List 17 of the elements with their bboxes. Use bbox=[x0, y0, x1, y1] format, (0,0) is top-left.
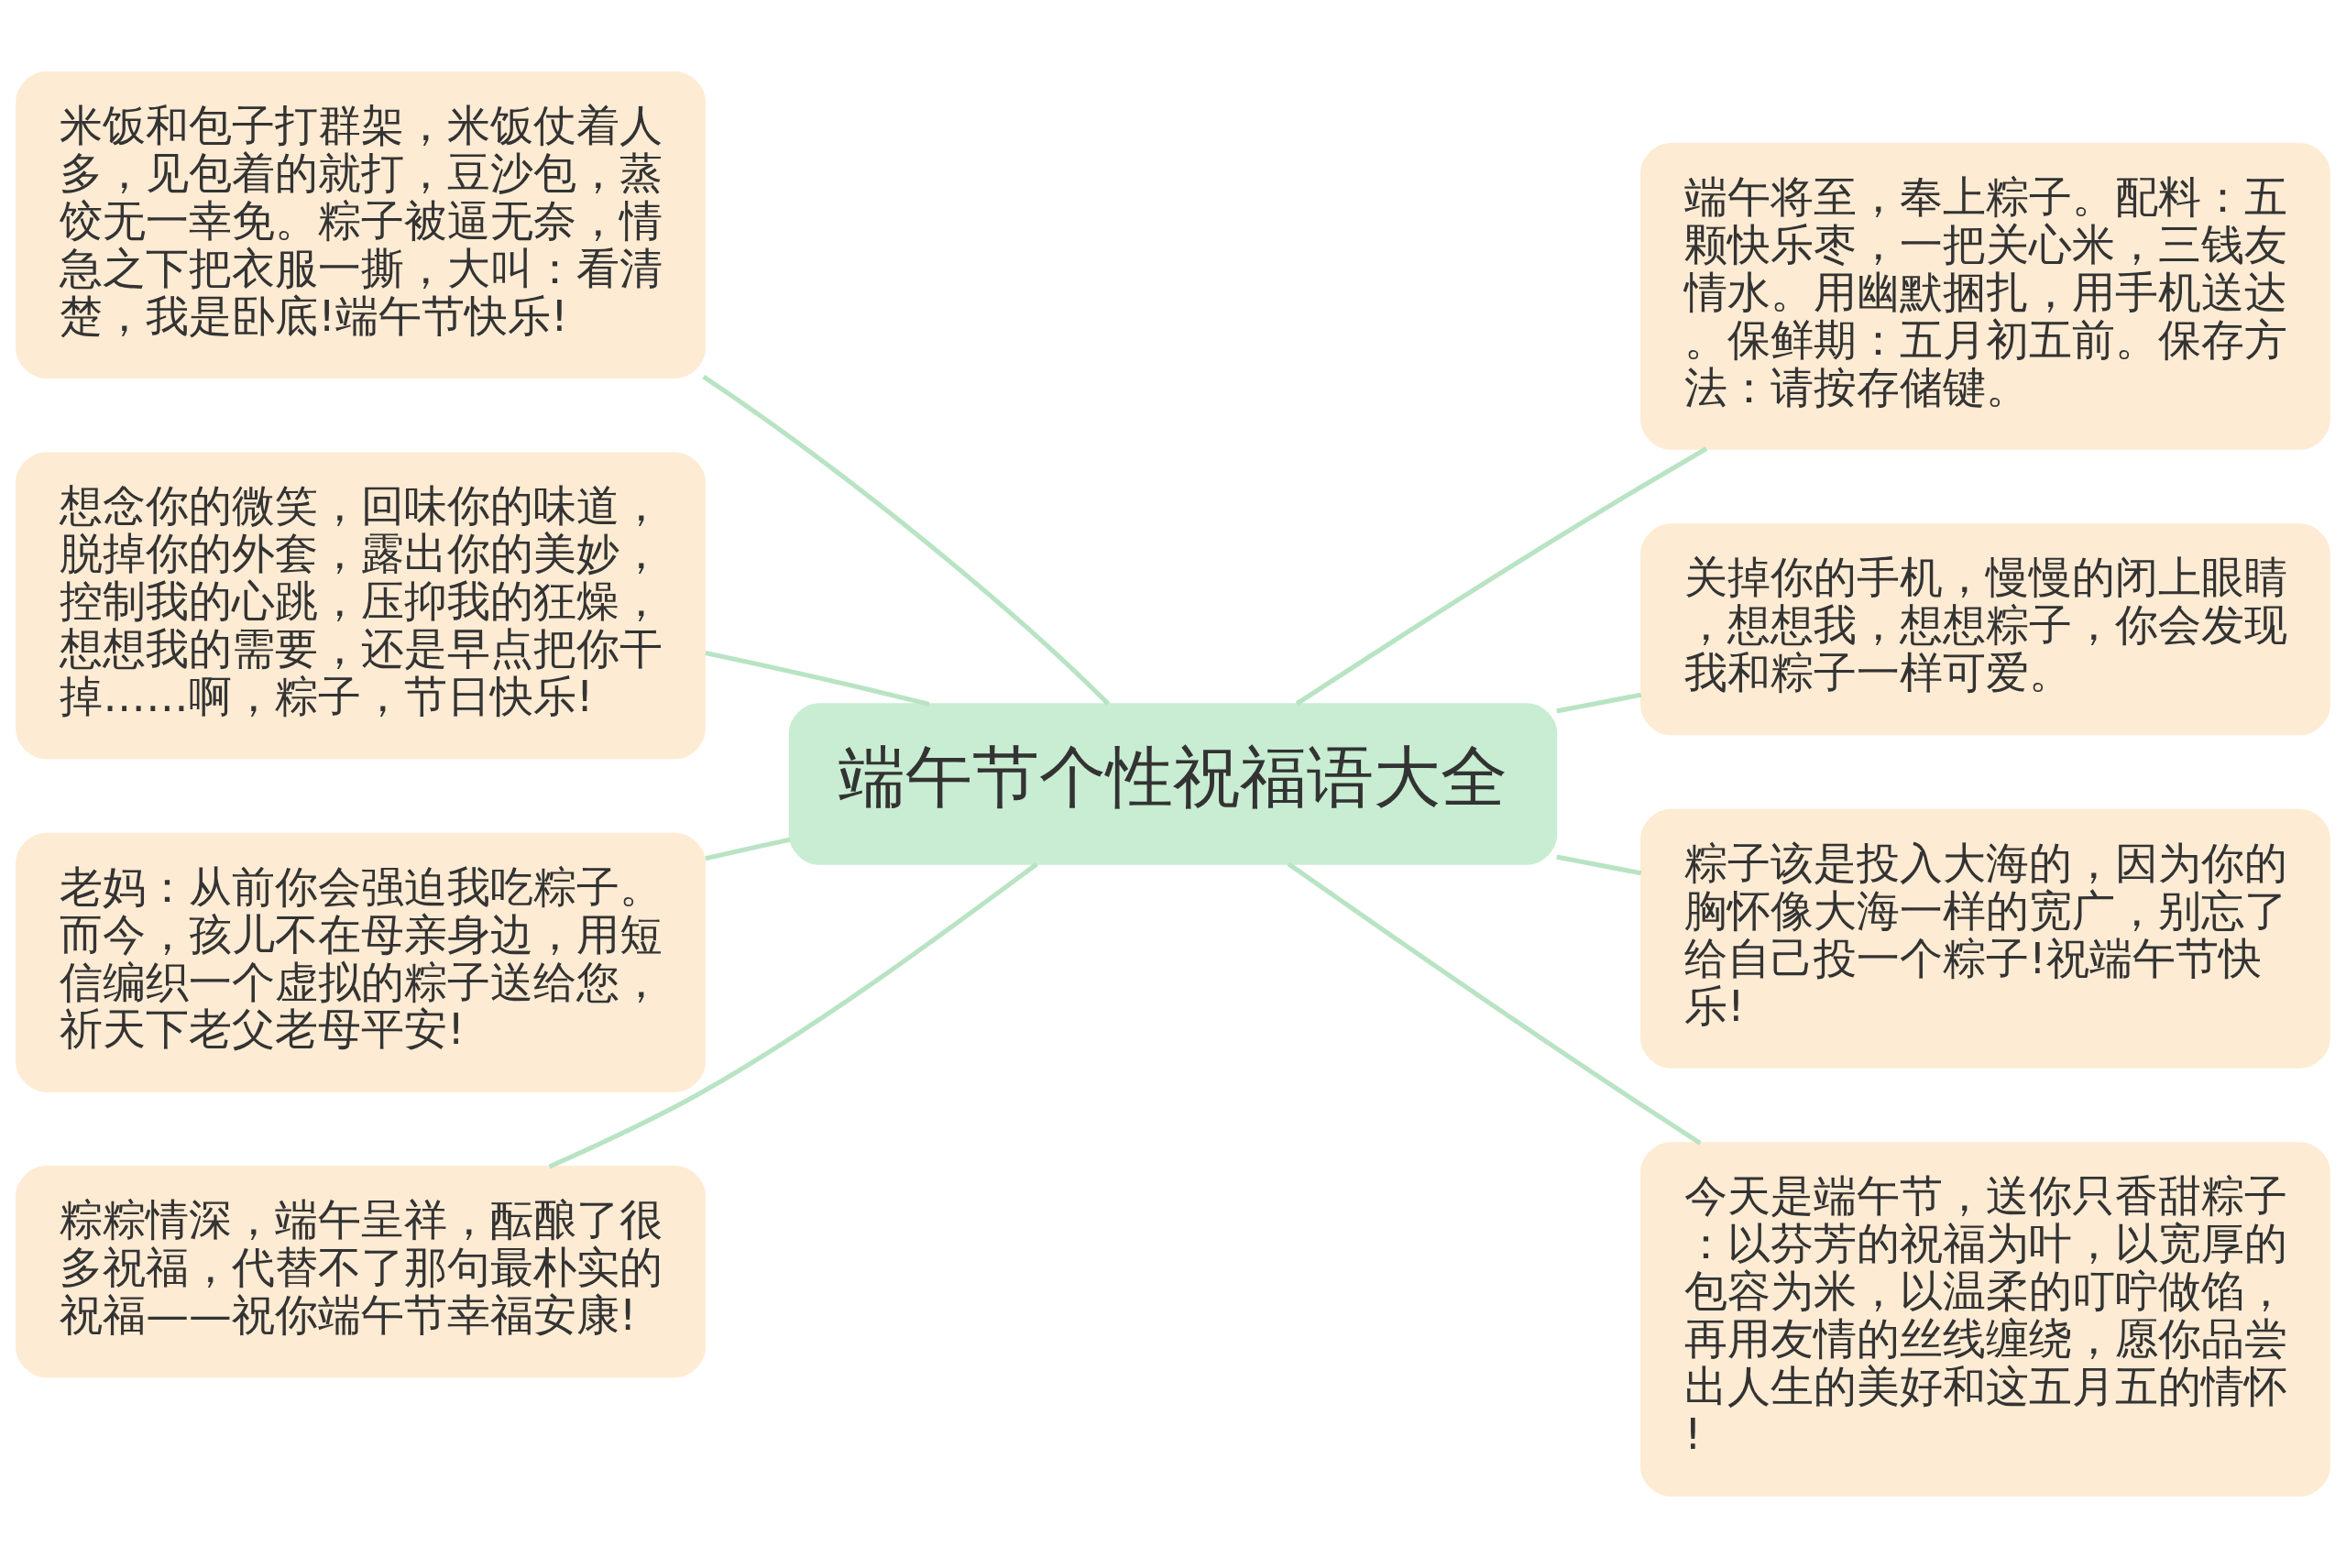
connector bbox=[705, 651, 930, 707]
node-box: 关掉你的手机，慢慢的闭上眼睛，想想我，想想粽子，你会发现我和粽子一样可爱。 bbox=[1640, 523, 2330, 736]
connector bbox=[702, 374, 1111, 706]
node-box: 粽粽情深，端午呈祥，酝酿了很多祝福，代替不了那句最朴实的祝福——祝你端午节幸福安康! bbox=[16, 1166, 706, 1378]
connector bbox=[1295, 446, 1708, 707]
connector bbox=[548, 861, 1038, 1169]
node-box: 想念你的微笑，回味你的味道，脱掉你的外套，露出你的美妙，控制我的心跳，压抑我的狂燥，想想我的需要，还是早点把你干掉……啊，粽子，节日快乐! bbox=[16, 452, 706, 760]
node-box: 端午节个性祝福语大全 bbox=[788, 703, 1558, 865]
node-box: 老妈：从前你会强迫我吃粽子。而今，孩儿不在母亲身边，用短信编织一个虚拟的粽子送给您，祈天下老父老母平安! bbox=[16, 832, 706, 1092]
node-box: 米饭和包子打群架，米饭仗着人多，见包着的就打，豆沙包，蒸饺无一幸免。粽子被逼无奈，情急之下把衣服一撕，大叫：看清楚，我是卧底!端午节快乐! bbox=[16, 71, 706, 378]
node-box: 今天是端午节，送你只香甜粽子：以芬芳的祝福为叶，以宽厚的包容为米，以温柔的叮咛做馅，再用友情的丝线缠绕，愿你品尝出人生的美好和这五月五的情怀! bbox=[1640, 1142, 2330, 1497]
node-box: 粽子该是投入大海的，因为你的胸怀像大海一样的宽广，别忘了给自己投一个粽子!祝端午节快乐! bbox=[1640, 808, 2330, 1069]
connector bbox=[1287, 861, 1702, 1146]
node-box: 端午将至，奉上粽子。配料：五颗快乐枣，一把关心米，三钱友情水。用幽默捆扎，用手机送达。保鲜期：五月初五前。保存方法：请按存储键。 bbox=[1640, 142, 2330, 450]
connector bbox=[1556, 692, 1642, 714]
connector bbox=[1556, 854, 1642, 876]
connector bbox=[705, 837, 791, 861]
